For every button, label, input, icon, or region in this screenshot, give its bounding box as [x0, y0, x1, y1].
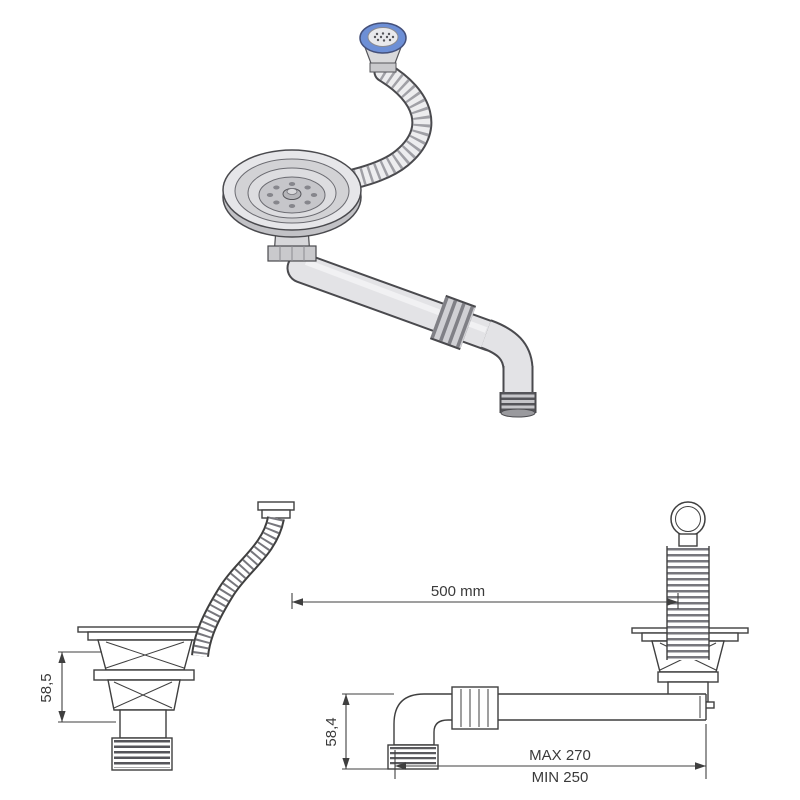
dimension-right-height: 58,4	[323, 693, 394, 770]
drain-pipe-side-view	[387, 686, 707, 770]
overflow-cap-3d-icon	[359, 22, 407, 73]
dimension-pipe-length: MAX 270 MIN 250	[394, 724, 707, 786]
dimension-58-5-label: 58,5	[38, 673, 55, 702]
strainer-3d-icon	[222, 149, 362, 238]
dimension-min-label: MIN 250	[532, 769, 589, 786]
dimension-max-label: MAX 270	[529, 747, 591, 764]
dimension-58-4-label: 58,4	[323, 717, 340, 746]
product-illustration-3d	[222, 22, 537, 418]
strainer-side-view	[77, 626, 213, 771]
overflow-hose-side-view	[191, 501, 295, 658]
dimension-500mm-label: 500 mm	[431, 583, 485, 600]
drain-pipe-3d-icon	[286, 252, 537, 418]
overflow-outlet-front-view	[631, 501, 749, 709]
dimension-left-height: 58,5	[38, 651, 116, 723]
dimension-hose-length: 500 mm	[291, 583, 679, 609]
